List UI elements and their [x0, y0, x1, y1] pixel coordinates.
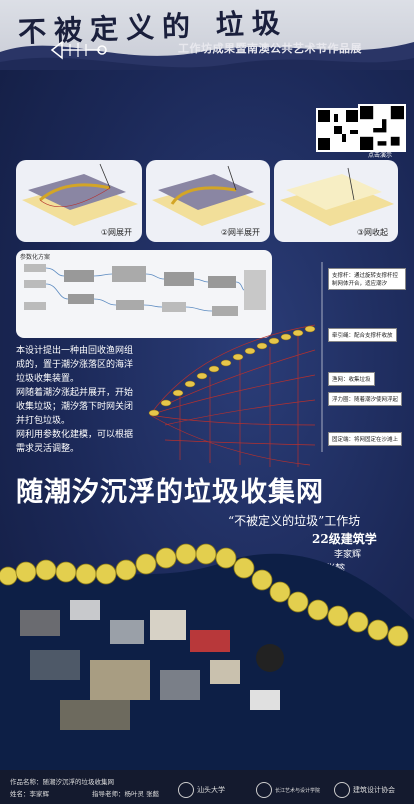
logo-association: 建筑设计协会 [334, 782, 395, 798]
logo-university-label: 汕头大学 [197, 786, 225, 794]
annotation-3: 渔网：收集垃圾 [328, 372, 375, 386]
footer-name: 姓名：李家辉 [10, 790, 49, 798]
panel-net-half: ②网半展开 [146, 160, 270, 242]
college-logo-icon [256, 782, 272, 798]
annotation-leaders [321, 262, 323, 452]
footer-advisor: 指导老师：杨叶灵 张懿 [92, 790, 160, 798]
annotation-1: 支撑杆：通过旋转支撑杆控制网体开合，适应潮汐 [328, 268, 406, 290]
garbage-photo [0, 543, 414, 770]
logo-college-label: 长江艺术与设计学院 [275, 788, 321, 794]
panel-caption-3: ③网收起 [356, 228, 388, 237]
panel-net-closed: ③网收起 [274, 160, 398, 242]
panel-net-open: ①网展开 [16, 160, 142, 242]
description-1: 本设计提出一种由回收渔网组成的，置于潮汐涨落区的海洋垃圾收集装置。 [16, 346, 134, 384]
net-open-model [22, 163, 138, 226]
node-graph [24, 264, 266, 316]
annotation-2: 牵引绳：配合支撑杆收放 [328, 328, 397, 342]
net-closed-model [280, 167, 394, 226]
parametric-label: 参数化方案 [20, 254, 51, 261]
fish-bone-icon [50, 40, 107, 60]
poster-subtitle: 工作坊成果暨南澳公共艺术节作品展 [178, 42, 362, 55]
panel-caption-2: ②网半展开 [220, 228, 260, 237]
annotation-4: 浮力圈：随着潮汐使网浮起 [328, 392, 403, 406]
grade-label: 22级建筑学 [312, 532, 377, 546]
parametric-diagram: 参数化方案 [16, 250, 272, 338]
qr-code-left[interactable] [316, 108, 360, 152]
net-illustration [148, 324, 316, 467]
description-3: 网利用参数化建模，可以根据需求灵活调整。 [16, 430, 134, 454]
description-2: 网随着潮汐涨起并展开，开始收集垃圾；潮汐落下时网关闭并打包垃圾。 [16, 388, 134, 426]
student-name: 李家辉 [334, 550, 362, 560]
university-seal-icon [178, 782, 194, 798]
qr-caption: 点击演示 [368, 152, 393, 159]
qr-code-right[interactable] [358, 104, 406, 152]
logo-university: 汕头大学 [178, 782, 225, 798]
panel-caption-1: ①网展开 [100, 228, 132, 237]
logo-association-label: 建筑设计协会 [353, 786, 395, 794]
annotation-5: 固定端：将网固定在沙滩上 [328, 432, 403, 446]
net-half-model [152, 165, 266, 226]
footer-work-name: 作品名称：随潮汐沉浮的垃圾收集网 [10, 778, 114, 786]
association-logo-icon [334, 782, 350, 798]
logo-college: 长江艺术与设计学院 [256, 782, 320, 798]
project-title: 随潮汐沉浮的垃圾收集网 [16, 477, 324, 508]
workshop-name: “不被定义的垃圾”工作坊 [228, 514, 361, 528]
